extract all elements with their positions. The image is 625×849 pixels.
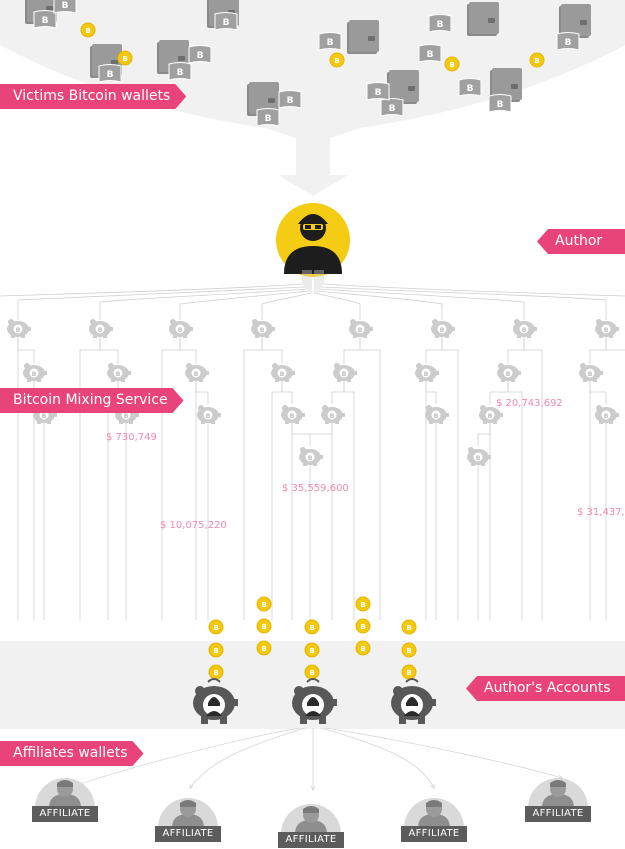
mixing-service-label: Bitcoin Mixing Service xyxy=(0,388,184,413)
amount-label: $ 31,437,1 xyxy=(577,507,625,518)
author-avatar xyxy=(276,203,350,277)
amount-label: $ 730,749 xyxy=(106,432,157,443)
wallets-funnel xyxy=(0,0,625,196)
affiliates-wallets-label: Affiliates wallets xyxy=(0,741,144,766)
distribution-lines xyxy=(0,270,625,620)
affiliate-label: AFFILIATE xyxy=(278,832,344,848)
affiliates xyxy=(35,778,588,834)
affiliate-label: AFFILIATE xyxy=(401,826,467,842)
victims-wallets-label: Victims Bitcoin wallets xyxy=(0,84,186,109)
affiliate-label: AFFILIATE xyxy=(155,826,221,842)
amount-label: $ 10,075,220 xyxy=(160,520,227,531)
affiliate-label: AFFILIATE xyxy=(32,806,98,822)
amount-label: $ 35,559,600 xyxy=(282,483,349,494)
amount-label: $ 20,743,692 xyxy=(496,398,563,409)
affiliate-arrows xyxy=(62,727,562,790)
author-label: Author xyxy=(537,229,625,254)
authors-accounts-label: Author's Accounts xyxy=(466,676,625,701)
affiliate-label: AFFILIATE xyxy=(525,806,591,822)
